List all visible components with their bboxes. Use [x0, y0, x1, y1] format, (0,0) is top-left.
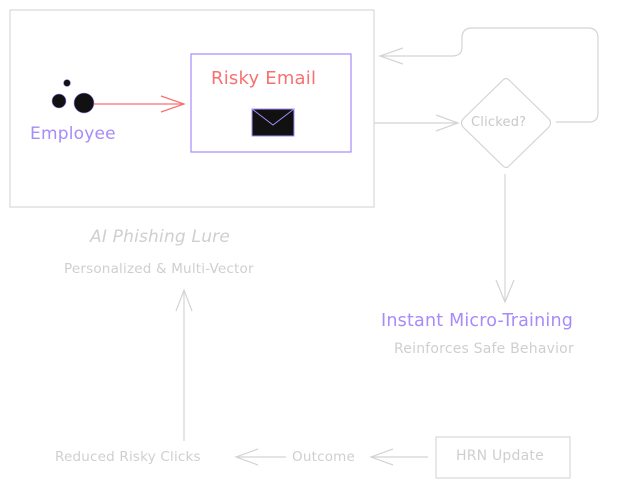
lure-title: AI Phishing Lure: [90, 227, 231, 247]
outcome-label: Outcome: [292, 449, 356, 465]
training-title: Instant Micro-Training: [381, 311, 574, 331]
reduced-clicks-label: Reduced Risky Clicks: [55, 449, 201, 465]
hrn-update-label: HRN Update: [456, 448, 544, 464]
envelope-icon: [251, 108, 295, 137]
lure-frame: [9, 9, 375, 208]
lure-subtitle: Personalized & Multi-Vector: [64, 261, 254, 277]
risky-email-box[interactable]: [190, 53, 352, 153]
arrow-reduced-clicks-to-lure: [175, 288, 193, 441]
risky-email-label: Risky Email: [211, 68, 317, 89]
arrow-decision-loop-back: [378, 27, 599, 123]
training-subtitle: Reinforces Safe Behavior: [394, 341, 574, 357]
arrow-outcome-to-reduced-clicks: [234, 448, 286, 466]
decision-diamond[interactable]: [460, 77, 552, 169]
hrn-update-box[interactable]: [435, 436, 571, 479]
arrow-lure-to-decision: [374, 114, 460, 132]
arrow-employee-to-email: [94, 95, 186, 113]
decision-label: Clicked?: [471, 115, 527, 130]
arrow-decision-to-training: [495, 174, 515, 304]
arrow-hrn-to-outcome: [369, 448, 428, 466]
users-icon: [51, 79, 95, 114]
employee-label: Employee: [30, 124, 116, 144]
